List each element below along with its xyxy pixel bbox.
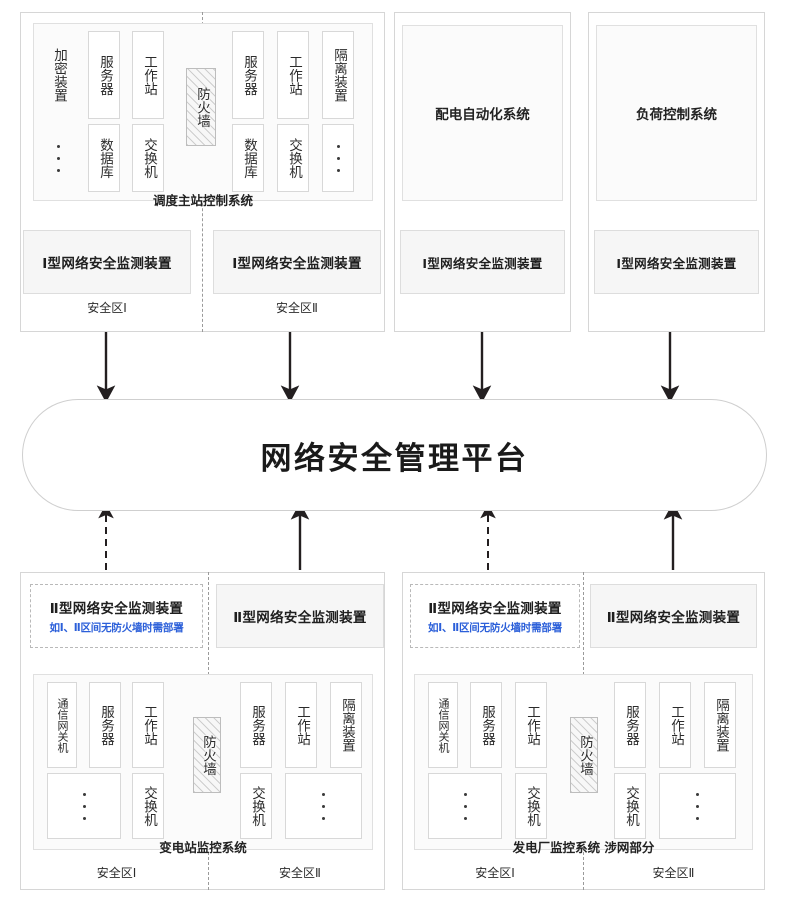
pp-device-server-zone1: 服务器 — [470, 682, 502, 768]
pp-device-more-zone1 — [428, 773, 502, 839]
sub-device-workstation-zone1: 工作站 — [132, 682, 164, 768]
device-switch-zone2: 交换机 — [277, 124, 309, 192]
monitor-type1-load: Ⅰ型网络安全监测装置 — [594, 230, 759, 294]
sub-device-server-zone1: 服务器 — [89, 682, 121, 768]
substation-caption: 变电站监控系统 — [159, 840, 247, 855]
firewall-powerplant: 防火墙 — [570, 717, 598, 793]
network-security-platform: 网络安全管理平台 — [22, 399, 767, 511]
substation-zone1-label: 安全区Ⅰ — [96, 866, 137, 880]
monitor-type2-powerplant-zone1: Ⅱ型网络安全监测装置 如Ⅰ、Ⅱ区间无防火墙时需部署 — [410, 584, 580, 648]
monitor-type1-distribution: Ⅰ型网络安全监测装置 — [400, 230, 565, 294]
device-more-zone2 — [322, 124, 354, 192]
monitor-type2-substation-zone1: Ⅱ型网络安全监测装置 如Ⅰ、Ⅱ区间无防火墙时需部署 — [30, 584, 203, 648]
device-server-zone2: 服务器 — [232, 31, 264, 119]
device-switch-zone1: 交换机 — [132, 124, 164, 192]
device-database-zone2: 数据库 — [232, 124, 264, 192]
sub-device-isolation-zone2: 隔离装置 — [330, 682, 362, 768]
dispatch-caption: 调度主站控制系统 — [152, 193, 253, 208]
firewall-substation: 防火墙 — [193, 717, 221, 793]
pp-device-switch-zone2: 交换机 — [614, 773, 646, 839]
monitor-type1-dispatch-zone1: Ⅰ型网络安全监测装置 — [23, 230, 191, 294]
distribution-title: 配电自动化系统 — [435, 107, 530, 123]
pp-device-server-zone2: 服务器 — [614, 682, 646, 768]
powerplant-zone1-label: 安全区Ⅰ — [475, 866, 515, 880]
sub-device-switch-zone1: 交换机 — [132, 773, 164, 839]
powerplant-zone2-label: 安全区Ⅱ — [652, 866, 695, 880]
device-encryption: 加密装置 — [50, 48, 67, 102]
dispatch-zone1-label: 安全区Ⅰ — [87, 301, 127, 315]
substation-zone2-label: 安全区Ⅱ — [279, 866, 321, 880]
pp-device-workstation-zone1: 工作站 — [515, 682, 547, 768]
monitor-type2-substation-zone2: Ⅱ型网络安全监测装置 — [216, 584, 384, 648]
monitor-type2-powerplant-zone2: Ⅱ型网络安全监测装置 — [590, 584, 757, 648]
sub-device-workstation-zone2: 工作站 — [285, 682, 317, 768]
sub-device-more-zone2 — [285, 773, 362, 839]
device-server-zone1: 服务器 — [88, 31, 120, 119]
powerplant-caption: 发电厂监控系统 涉网部分 — [512, 840, 655, 855]
device-workstation-zone2: 工作站 — [277, 31, 309, 119]
device-isolation-zone2: 隔离装置 — [322, 31, 354, 119]
firewall-dispatch: 防火墙 — [186, 68, 216, 146]
device-more-zone1 — [42, 124, 74, 192]
device-database-zone1: 数据库 — [88, 124, 120, 192]
monitor-type1-dispatch-zone2: Ⅰ型网络安全监测装置 — [213, 230, 381, 294]
sub-device-gateway-zone1: 通信网关机 — [47, 682, 77, 768]
platform-label: 网络安全管理平台 — [260, 440, 529, 477]
pp-device-gateway-zone1: 通信网关机 — [428, 682, 458, 768]
distribution-system-box: 配电自动化系统 — [402, 25, 563, 201]
sub-device-server-zone2: 服务器 — [240, 682, 272, 768]
pp-device-workstation-zone2: 工作站 — [659, 682, 691, 768]
load-system-box: 负荷控制系统 — [596, 25, 757, 201]
device-workstation-zone1: 工作站 — [132, 31, 164, 119]
pp-device-isolation-zone2: 隔离装置 — [704, 682, 736, 768]
pp-device-switch-zone1: 交换机 — [515, 773, 547, 839]
pp-device-more-zone2 — [659, 773, 736, 839]
sub-device-switch-zone2: 交换机 — [240, 773, 272, 839]
load-title: 负荷控制系统 — [636, 107, 717, 123]
dispatch-zone2-label: 安全区Ⅱ — [276, 301, 318, 315]
sub-device-more-zone1 — [47, 773, 121, 839]
